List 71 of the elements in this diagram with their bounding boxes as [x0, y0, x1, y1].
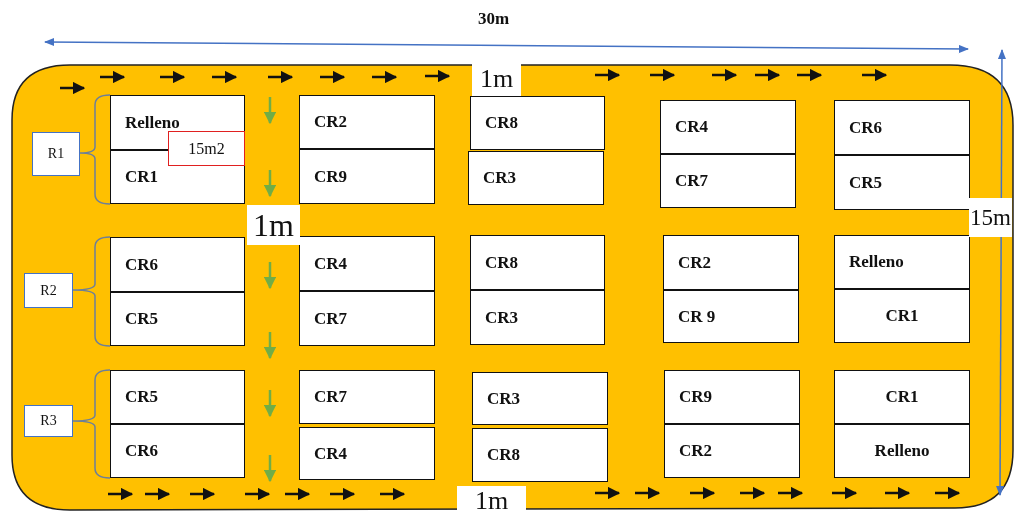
plot-label: CR8 [485, 113, 519, 133]
plot-box [663, 290, 799, 343]
aisle-width-label: 1m [457, 486, 527, 513]
plot-label: CR4 [314, 443, 348, 464]
row-label: R2 [40, 282, 57, 299]
plot-label: CR2 [314, 112, 348, 132]
plot-label: CR6 [849, 117, 883, 138]
aisle-width-label: 1m [472, 62, 522, 96]
area-label: 15m2 [188, 139, 225, 158]
plot-box [834, 100, 970, 155]
aisle-width-label: 1m [247, 205, 300, 245]
plot-box [299, 236, 435, 291]
plot-box [834, 424, 970, 478]
plot-label: CR 9 [678, 306, 716, 327]
plot-label: CR7 [314, 387, 348, 407]
plot-box [470, 96, 605, 150]
dimension-label: 15m [969, 198, 1012, 237]
plot-box [470, 290, 605, 345]
row-label: R1 [47, 146, 65, 162]
plot-box [299, 427, 435, 480]
area-callout-box [168, 131, 245, 166]
plot-label: CR8 [487, 445, 521, 465]
plot-box [834, 289, 970, 343]
plot-label: CR1 [885, 387, 919, 407]
plot-box [110, 292, 245, 346]
plot-box [110, 424, 245, 478]
plot-box [664, 370, 800, 424]
plot-box [472, 428, 608, 482]
plot-label: CR5 [125, 387, 159, 407]
plot-label: CR1 [885, 306, 919, 326]
plot-label: CR3 [487, 388, 521, 409]
plot-label: CR7 [675, 171, 709, 191]
plot-label: CR5 [849, 172, 883, 193]
plot-label: CR1 [125, 167, 159, 187]
plot-label: CR7 [314, 308, 348, 329]
plot-label: Relleno [849, 252, 904, 272]
plot-label: Relleno [125, 112, 180, 133]
plot-label: CR6 [125, 254, 159, 275]
plot-box [299, 291, 435, 346]
plot-box [110, 370, 245, 424]
plot-box [834, 235, 970, 289]
plot-label: CR2 [679, 441, 713, 461]
plot-label: CR2 [678, 252, 712, 273]
plot-label: CR9 [314, 166, 348, 187]
plot-box [299, 95, 435, 149]
plot-box [299, 149, 435, 204]
plot-label: CR9 [679, 387, 713, 407]
plot-box [472, 372, 608, 425]
plot-label: CR3 [483, 168, 517, 188]
plot-label: Relleno [874, 441, 930, 461]
row-label: R3 [40, 413, 57, 429]
row-label-box [24, 273, 73, 308]
plot-box [834, 155, 970, 210]
plot-box [660, 154, 796, 208]
plot-box [660, 100, 796, 154]
plot-label: CR4 [314, 253, 348, 274]
plot-label: CR5 [125, 309, 159, 329]
plot-label: CR3 [485, 307, 519, 328]
plot-box [110, 237, 245, 292]
row-label-box [32, 132, 80, 176]
plot-box [470, 235, 605, 290]
plot-box [664, 424, 800, 478]
plot-box [834, 370, 970, 424]
plot-label: CR8 [485, 252, 519, 273]
plot-label: CR6 [125, 441, 159, 461]
plot-box [663, 235, 799, 290]
dimension-label: 30m [478, 10, 510, 27]
row-label-box [24, 405, 73, 437]
plot-box [468, 151, 604, 205]
plot-box [299, 370, 435, 424]
plot-label: CR4 [675, 117, 709, 137]
